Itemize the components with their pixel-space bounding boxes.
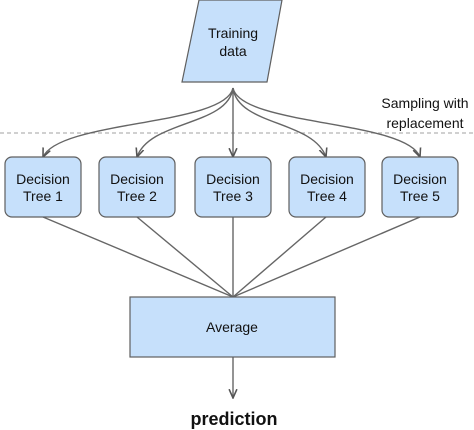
decision-tree-node-3: Decision Tree 3 (194, 156, 272, 218)
decision-tree-node-2: Decision Tree 2 (98, 156, 176, 218)
tree-4-line2: Tree 4 (307, 188, 347, 204)
tree-3-line2: Tree 3 (213, 188, 253, 204)
training-data-node: Training data (181, 0, 283, 83)
edge-tree-1-to-average (42, 216, 234, 298)
edge-tree-4-to-average (232, 216, 327, 298)
tree-1-line2: Tree 1 (23, 188, 63, 204)
edge-data-to-tree-5 (232, 87, 420, 157)
training-data-line1: Training (208, 25, 258, 41)
edge-data-to-tree-1 (43, 87, 234, 157)
edge-tree-5-to-average (232, 216, 421, 298)
sampling-edges (43, 87, 420, 157)
tree-5-line1: Decision (393, 171, 447, 187)
tree-2-line1: Decision (110, 171, 164, 187)
tree-4-line1: Decision (300, 171, 354, 187)
decision-tree-node-1: Decision Tree 1 (4, 156, 82, 218)
decision-tree-node-5: Decision Tree 5 (381, 156, 459, 218)
tree-1-line1: Decision (16, 171, 70, 187)
average-node: Average (129, 296, 336, 358)
training-data-line2: data (219, 43, 246, 59)
sampling-label-line2: replacement (386, 115, 463, 131)
edge-data-to-tree-2 (137, 87, 234, 157)
decision-tree-node-4: Decision Tree 4 (288, 156, 366, 218)
average-label: Average (206, 319, 258, 335)
tree-5-line2: Tree 5 (400, 188, 440, 204)
tree-3-line1: Decision (206, 171, 260, 187)
sampling-label-line1: Sampling with (381, 95, 468, 111)
aggregation-edges (42, 216, 421, 298)
prediction-label: prediction (190, 409, 277, 429)
tree-2-line2: Tree 2 (117, 188, 157, 204)
edge-tree-2-to-average (136, 216, 234, 298)
edge-data-to-tree-4 (232, 87, 326, 157)
